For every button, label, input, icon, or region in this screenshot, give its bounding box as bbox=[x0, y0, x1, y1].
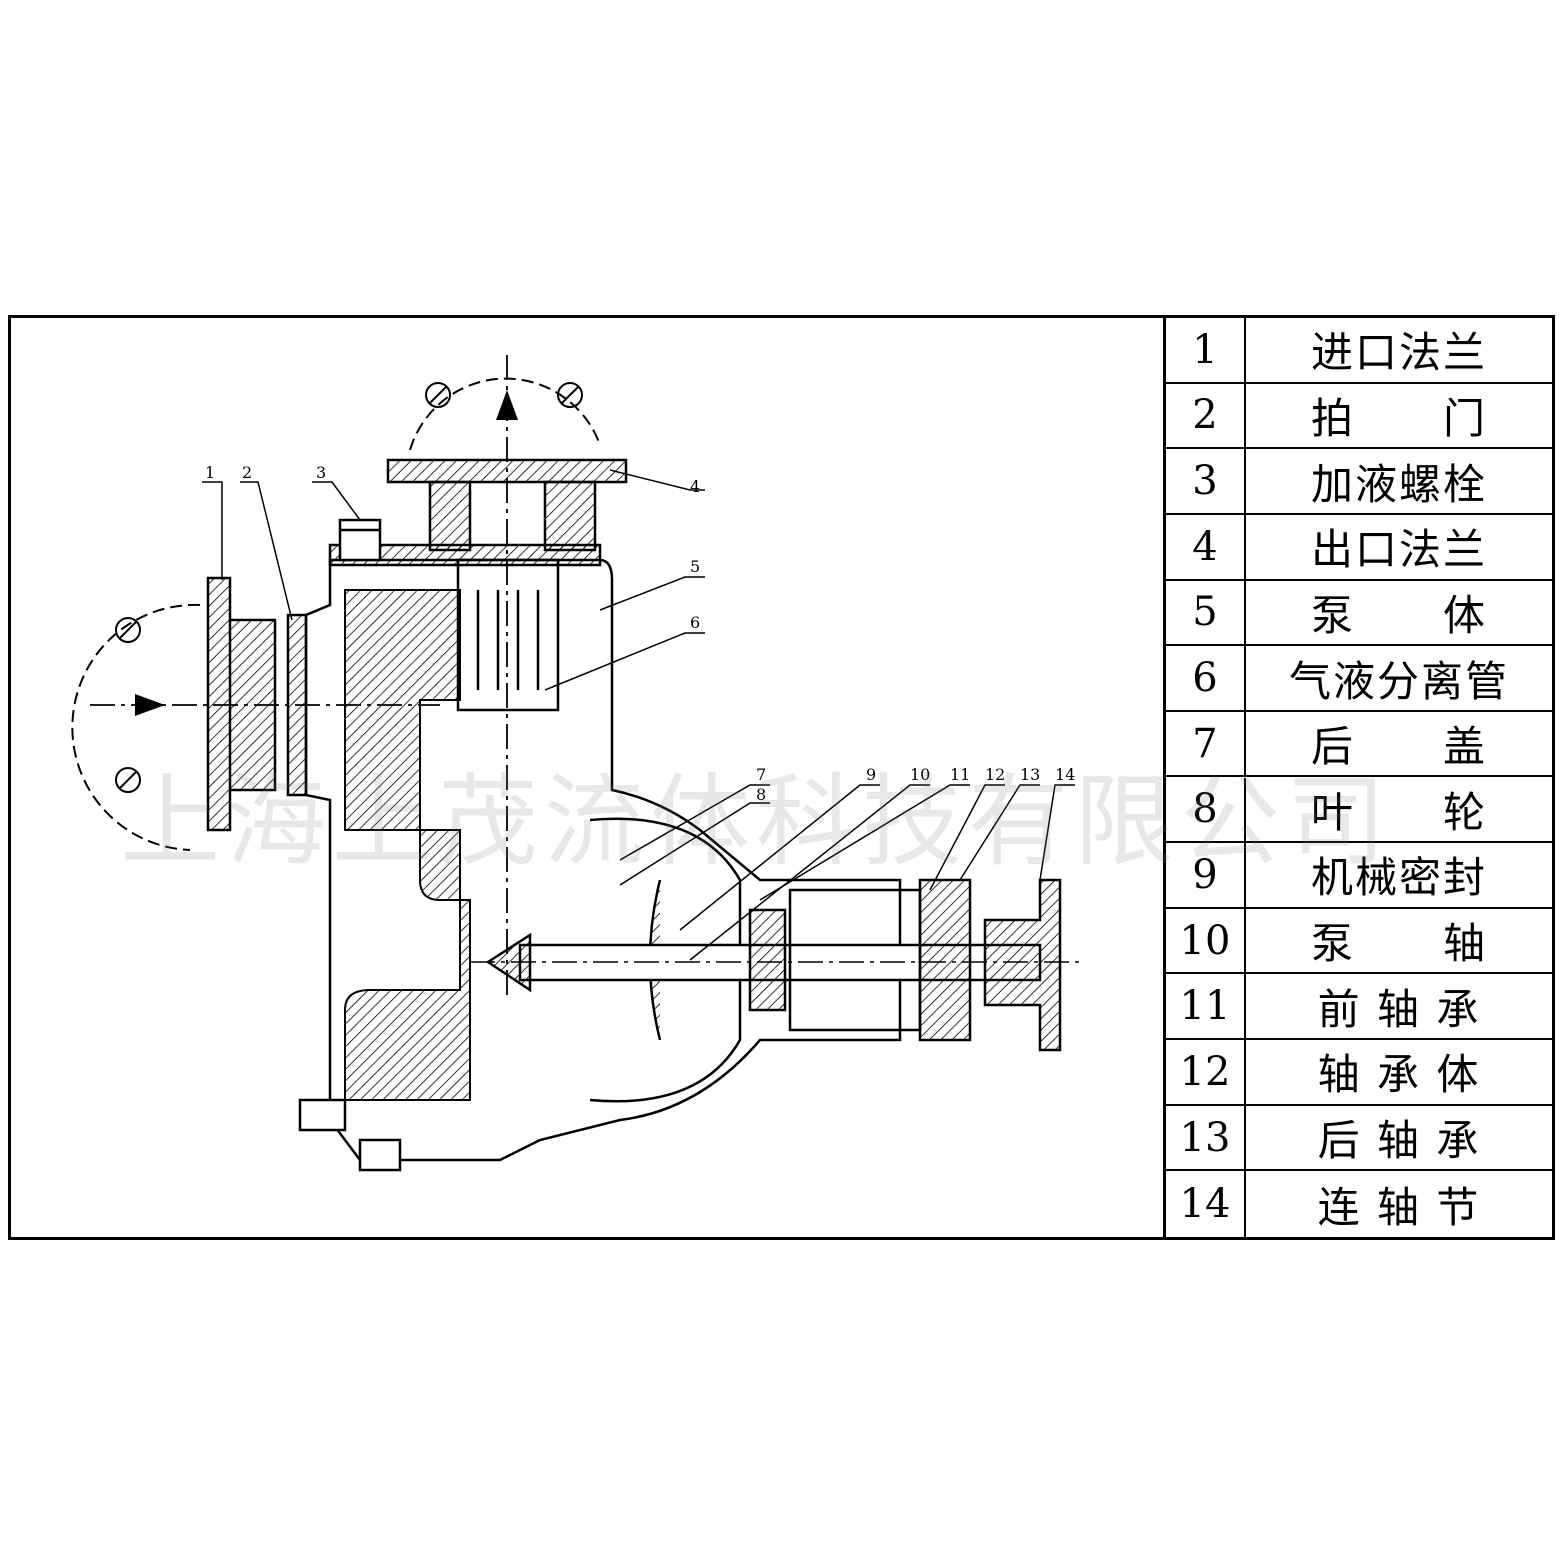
legend-part-name: 连 轴 节 bbox=[1317, 1182, 1481, 1232]
legend-row: 5 泵 体 bbox=[1166, 580, 1552, 647]
legend-row: 11 前 轴 承 bbox=[1166, 974, 1552, 1041]
legend-number: 14 bbox=[1166, 1171, 1246, 1237]
outlet-arrow bbox=[496, 390, 518, 420]
legend-part-name: 拍 门 bbox=[1310, 393, 1487, 443]
legend-number: 12 bbox=[1166, 1040, 1246, 1104]
pump-body-inner bbox=[344, 589, 471, 1101]
legend-number: 2 bbox=[1166, 383, 1246, 448]
base-bolt bbox=[298, 1098, 347, 1132]
legend-part-name: 进口法兰 bbox=[1310, 328, 1487, 378]
legend-row: 13 后 轴 承 bbox=[1166, 1105, 1552, 1172]
shaft-nose bbox=[485, 932, 532, 993]
callout-10: 10 bbox=[910, 765, 930, 784]
legend-row: 12 轴 承 体 bbox=[1166, 1040, 1552, 1106]
legend-part-name: 轴 承 体 bbox=[1317, 1050, 1481, 1100]
callout-2: 2 bbox=[242, 463, 252, 482]
legend-number: 11 bbox=[1166, 974, 1246, 1039]
legend-number: 5 bbox=[1166, 580, 1246, 645]
callout-13: 13 bbox=[1020, 765, 1040, 784]
legend-part-name: 泵 体 bbox=[1310, 590, 1487, 640]
legend-row: 10 泵 轴 bbox=[1166, 908, 1552, 975]
inlet-arrow bbox=[135, 694, 165, 716]
legend-part-name: 气液分离管 bbox=[1288, 656, 1509, 706]
pump-section-drawing: 1 2 3 4 5 6 7 8 9 10 11 12 13 14 bbox=[71, 355, 1080, 1172]
legend-row: 9 机械密封 bbox=[1166, 843, 1552, 909]
callout-1: 1 bbox=[205, 463, 215, 482]
legend-part-name: 后 盖 bbox=[1310, 722, 1487, 772]
legend-row: 2 拍 门 bbox=[1166, 383, 1552, 450]
drawing-frame bbox=[8, 315, 1555, 1240]
inlet-pipe bbox=[230, 618, 277, 792]
pump-body-outer bbox=[304, 558, 902, 1162]
legend-row: 7 后 盖 bbox=[1166, 711, 1552, 778]
legend-row: 1 进口法兰 bbox=[1166, 318, 1552, 384]
callout-5: 5 bbox=[690, 557, 700, 576]
legend-row: 4 出口法兰 bbox=[1166, 514, 1552, 581]
coupling bbox=[983, 878, 1062, 1052]
fill-bolt bbox=[338, 518, 382, 562]
inlet-flange-rotation-arc bbox=[71, 603, 201, 851]
legend-row: 14 连 轴 节 bbox=[1166, 1171, 1552, 1237]
legend-number: 3 bbox=[1166, 449, 1246, 513]
legend-number: 1 bbox=[1166, 318, 1246, 382]
legend-part-name: 泵 轴 bbox=[1310, 919, 1487, 969]
legend-number: 9 bbox=[1166, 843, 1246, 907]
legend-number: 4 bbox=[1166, 514, 1246, 579]
callout-4: 4 bbox=[690, 477, 700, 496]
flange-hole-markers bbox=[115, 382, 583, 793]
legend-row: 8 叶 轮 bbox=[1166, 777, 1552, 844]
legend-part-name: 后 轴 承 bbox=[1317, 1116, 1481, 1166]
legend-number: 7 bbox=[1166, 711, 1246, 776]
gas-liquid-separator bbox=[456, 558, 560, 712]
legend-part-name: 叶 轮 bbox=[1310, 787, 1487, 837]
outlet-flange-rotation-arc bbox=[409, 377, 601, 451]
callout-8: 8 bbox=[756, 785, 766, 804]
legend-part-name: 机械密封 bbox=[1310, 853, 1487, 903]
legend-number: 10 bbox=[1166, 908, 1246, 973]
legend-number: 8 bbox=[1166, 777, 1246, 842]
callout-14: 14 bbox=[1055, 765, 1075, 784]
legend-row: 3 加液螺栓 bbox=[1166, 449, 1552, 515]
callout-7: 7 bbox=[756, 765, 766, 784]
callout-6: 6 bbox=[690, 613, 700, 632]
legend-number: 13 bbox=[1166, 1105, 1246, 1170]
inlet-flange bbox=[206, 576, 232, 832]
callout-3: 3 bbox=[316, 463, 326, 482]
callout-12: 12 bbox=[985, 765, 1005, 784]
outlet-flange bbox=[386, 458, 628, 484]
parts-legend-table: 1 进口法兰 2 拍 门 3 加液螺栓 4 出口法兰 5 泵 体 6 气液分离管 7 后 盖 8 叶 轮 9 机械… bbox=[1163, 318, 1552, 1237]
callout-11: 11 bbox=[950, 765, 970, 784]
legend-row: 6 气液分离管 bbox=[1166, 646, 1552, 712]
legend-part-name: 加液螺栓 bbox=[1310, 459, 1487, 509]
legend-part-name: 前 轴 承 bbox=[1317, 984, 1481, 1034]
legend-number: 6 bbox=[1166, 646, 1246, 710]
callout-9: 9 bbox=[866, 765, 876, 784]
flap-gate bbox=[286, 613, 308, 797]
legend-part-name: 出口法兰 bbox=[1310, 525, 1487, 575]
